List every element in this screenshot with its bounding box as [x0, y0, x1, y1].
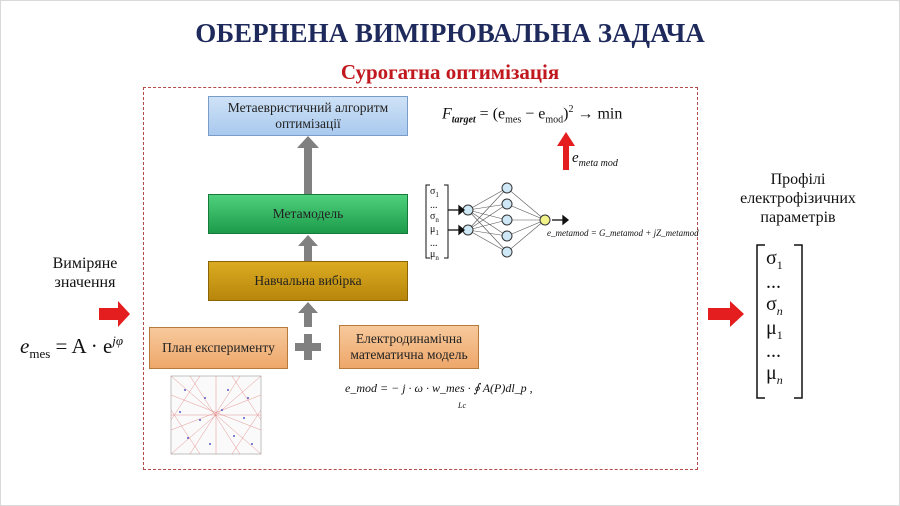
nn-input: σ	[430, 210, 436, 222]
right-arrow-icon	[99, 301, 744, 327]
formula-part: )	[563, 105, 569, 123]
matrix-bracket-left	[756, 244, 765, 399]
formula-sup: 2	[568, 104, 574, 115]
box-label-line: оптимізації	[275, 116, 341, 131]
matrix-bracket-right	[794, 244, 803, 399]
plus-icon	[295, 334, 321, 360]
formula-part: → min	[577, 105, 623, 123]
label-line: Профілі	[770, 171, 826, 188]
label-line: параметрів	[760, 209, 836, 227]
slide-title: ОБЕРНЕНА ВИМІРЮВАЛЬНА ЗАДАЧА	[195, 18, 705, 48]
box-label-line: математична модель	[350, 347, 468, 362]
metaheuristic-algorithm-box: Метаевристичний алгоритм оптимізації	[208, 96, 408, 136]
box-label: План експерименту	[162, 340, 275, 356]
box-label-line: Метаевристичний алгоритм	[227, 100, 389, 116]
electrodynamic-model-box: Електродинамічна математична модель	[339, 325, 479, 369]
target-function-formula: Ftarget = (emes − emod)2 → min	[442, 104, 622, 126]
nn-input: μ	[430, 224, 436, 236]
matrix-sub: n	[776, 303, 783, 318]
matrix-entry: μ	[766, 316, 777, 339]
nn-input-sub: n	[435, 254, 439, 263]
label-line: значення	[54, 274, 116, 292]
up-arrow-icon	[557, 132, 575, 170]
box-label: Навчальна вибірка	[254, 273, 362, 289]
slide-subtitle: Сурогатна оптимізація	[340, 60, 560, 84]
matrix-sub: n	[776, 373, 783, 388]
up-arrow-icon	[297, 136, 319, 327]
matrix-entry: ...	[766, 340, 781, 363]
formula-part: e	[20, 334, 30, 358]
formula-part: = A · e	[55, 334, 113, 358]
matrix-sub: 1	[776, 327, 783, 342]
formula-part: − e	[525, 105, 546, 123]
measured-value-label: Виміряне значення	[30, 254, 140, 292]
nn-input-vector: σ1 ... σn μ1 ... μn	[430, 186, 439, 263]
experiment-plan-box: План експерименту	[149, 327, 288, 369]
nn-input-sub: n	[435, 215, 439, 224]
formula-sub: mes	[505, 114, 522, 126]
surrogate-optimization-frame	[143, 87, 698, 470]
formula-sub: mod	[545, 114, 564, 126]
measured-formula: emes = A · ejφ	[20, 333, 123, 362]
label-line: електрофізичних	[740, 190, 856, 208]
nn-input: μ	[430, 249, 436, 261]
nn-input-sub: 1	[435, 229, 439, 238]
neural-network-diagram	[425, 182, 570, 259]
formula-sub: target	[451, 114, 476, 126]
matrix-entry: ...	[766, 270, 781, 293]
matrix-entry: σ	[766, 247, 777, 269]
matrix-entry: μ	[766, 362, 777, 385]
nn-output-formula: e_metamod = G_metamod + jZ_metamod	[547, 228, 699, 238]
output-parameter-matrix: σ1 ... σn μ1 ... μn	[766, 247, 783, 388]
box-label: Метамодель	[272, 206, 344, 222]
formula-part: = (e	[479, 105, 506, 123]
formula-sup: jφ	[112, 333, 124, 348]
formula-sub: mes	[29, 346, 51, 362]
metamodel-box: Метамодель	[208, 194, 408, 234]
training-set-box: Навчальна вибірка	[208, 261, 408, 301]
mesh-plot-thumbnail	[170, 375, 262, 455]
emod-contour-label: Lc	[458, 401, 466, 410]
nn-input: ...	[430, 238, 438, 250]
emeta-label: emeta mod	[572, 150, 618, 169]
nn-input: σ	[430, 186, 436, 197]
formula-part: e	[572, 150, 579, 166]
label-line: Виміряне	[52, 255, 118, 272]
formula-part: F	[442, 105, 452, 123]
emod-formula: e_mod = − j · ω · w_mes · ∮ A(P)dl_p ,	[345, 381, 533, 395]
matrix-sub: 1	[776, 258, 783, 272]
output-profiles-label: Профілі електрофізичних параметрів	[718, 170, 878, 228]
nn-input-sub: 1	[435, 191, 439, 199]
matrix-entry: σ	[766, 292, 777, 315]
formula-sub: meta mod	[578, 158, 618, 169]
nn-input: ...	[430, 199, 438, 211]
box-label-line: Електродинамічна	[355, 331, 463, 347]
